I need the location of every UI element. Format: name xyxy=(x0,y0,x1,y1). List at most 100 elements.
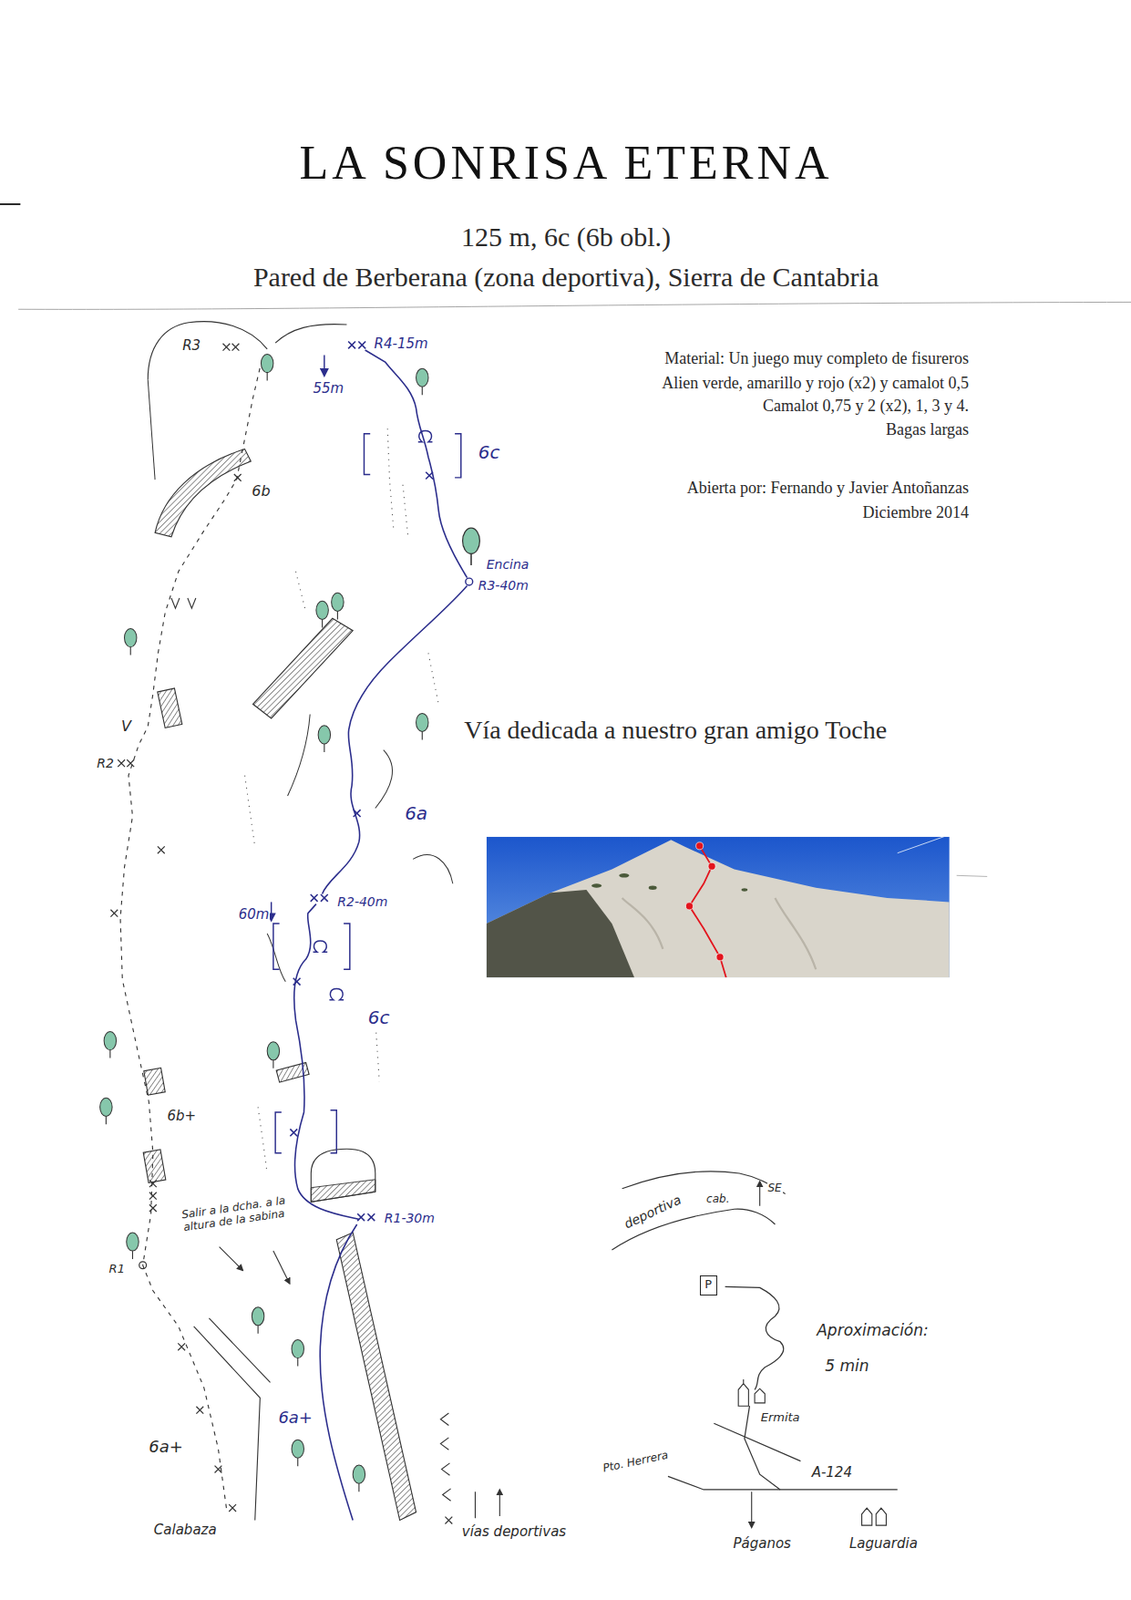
tree xyxy=(126,1232,139,1259)
map-label: Aproximación: xyxy=(815,1322,930,1341)
tree xyxy=(316,600,329,628)
photo-sky xyxy=(486,836,950,977)
belay-bolt xyxy=(223,343,231,351)
tree xyxy=(416,712,429,740)
bolt xyxy=(293,977,301,986)
crux-bracket xyxy=(363,433,461,478)
rock-flake xyxy=(143,1067,165,1095)
crag-photo xyxy=(486,836,950,977)
tree-label: Encina xyxy=(485,556,531,572)
title: LA SONRISA ETERNA xyxy=(298,135,833,191)
route-line xyxy=(365,349,468,578)
rappel-label: 55m xyxy=(311,381,345,398)
gear-line: Material: Un juego muy completo de fisur… xyxy=(664,348,969,368)
rappel-arrow xyxy=(270,901,272,920)
route-name: Calabaza xyxy=(153,1521,218,1538)
dihedral-slab xyxy=(336,1232,416,1521)
map-road xyxy=(725,1285,784,1389)
bolt xyxy=(215,1465,223,1473)
tree xyxy=(331,592,344,619)
bolt xyxy=(195,1406,204,1414)
rock-flake xyxy=(157,688,183,728)
rappel-label: 60m xyxy=(237,906,271,923)
page-tick xyxy=(0,203,21,206)
belay-label: R1 xyxy=(108,1262,126,1276)
gear-line: Alien verde, amarillo y rojo (x2) y cama… xyxy=(661,372,969,392)
crux-bracket xyxy=(273,923,350,969)
map-label: A-124 xyxy=(811,1464,854,1481)
photo-belays xyxy=(685,842,724,961)
grade-label: 6b xyxy=(250,483,271,500)
piton xyxy=(418,430,433,442)
belay-bolt xyxy=(117,759,125,767)
dotted-crack xyxy=(245,428,440,1173)
belay-bolt xyxy=(232,343,240,351)
tree xyxy=(352,1464,365,1491)
tree xyxy=(100,1097,113,1124)
bolt xyxy=(149,1203,157,1212)
neighbour-route xyxy=(120,367,260,1508)
bolt xyxy=(234,473,242,482)
belay-bolt xyxy=(348,340,356,349)
belay-label: R1-30m xyxy=(383,1210,436,1225)
bolt xyxy=(289,1128,298,1136)
page-tick xyxy=(956,874,988,876)
map-label: cab. xyxy=(705,1192,731,1206)
pointer-arrow xyxy=(273,1250,290,1284)
route-line xyxy=(319,1223,357,1521)
tree xyxy=(124,628,137,656)
crack xyxy=(375,750,393,809)
belay-label: R3-40m xyxy=(477,577,530,593)
bolt xyxy=(110,909,118,917)
map-label: SE xyxy=(767,1182,783,1195)
photo-contrail xyxy=(897,836,950,854)
grade-label: 6a+ xyxy=(277,1408,314,1428)
map-label: Ermita xyxy=(760,1410,802,1425)
tree xyxy=(416,368,429,395)
oak-tree xyxy=(462,527,481,566)
map-ridge xyxy=(622,1171,786,1193)
piton xyxy=(329,988,344,1000)
cliff-outline xyxy=(147,321,268,381)
rock-flake xyxy=(143,1149,166,1183)
sport-route-mark xyxy=(440,1412,451,1501)
rappel-arrow xyxy=(323,355,325,376)
belay-label: R4-15m xyxy=(373,337,430,353)
down-mark xyxy=(171,597,196,608)
map-arrow xyxy=(759,1181,761,1206)
tree xyxy=(291,1439,304,1466)
parking-box: P xyxy=(699,1274,718,1296)
dihedral xyxy=(194,1317,271,1521)
map-label: 5 min xyxy=(823,1357,870,1377)
belay-label: R3 xyxy=(181,339,202,355)
house-icon xyxy=(754,1388,765,1403)
overhang xyxy=(154,449,251,537)
route-note: Salir a la dcha. a la altura de la sabin… xyxy=(180,1193,293,1234)
credit-line: Abierta por: Fernando y Javier Antoñanza… xyxy=(687,478,969,498)
bolt xyxy=(425,472,433,480)
map-label: Laguardia xyxy=(848,1536,919,1553)
crux-bracket xyxy=(275,1110,337,1153)
photo-route xyxy=(688,845,726,977)
grade-label: 6a xyxy=(403,801,429,823)
belay-bolt xyxy=(126,759,134,767)
bolt xyxy=(444,1516,453,1524)
village-icon xyxy=(862,1507,887,1525)
map-label: Páganos xyxy=(731,1536,792,1553)
gear-line: Bagas largas xyxy=(885,420,969,440)
cliff-outline xyxy=(147,379,155,480)
route-note: vías deportivas xyxy=(461,1523,567,1540)
rock-flake xyxy=(253,617,354,719)
belay-bolt xyxy=(367,1213,375,1221)
grade-label: 6b+ xyxy=(165,1109,197,1125)
crack xyxy=(287,714,311,797)
subtitle: Pared de Berberana (zona deportiva), Sie… xyxy=(253,261,879,294)
boulder-roof xyxy=(310,1179,375,1203)
grade-label: 6c xyxy=(477,441,502,463)
tree xyxy=(291,1338,304,1366)
photo-bushes xyxy=(591,873,748,892)
belay-ring xyxy=(139,1261,147,1269)
photo-rock xyxy=(486,839,950,977)
piton xyxy=(313,940,329,952)
belay-label: R2-40m xyxy=(336,894,389,909)
